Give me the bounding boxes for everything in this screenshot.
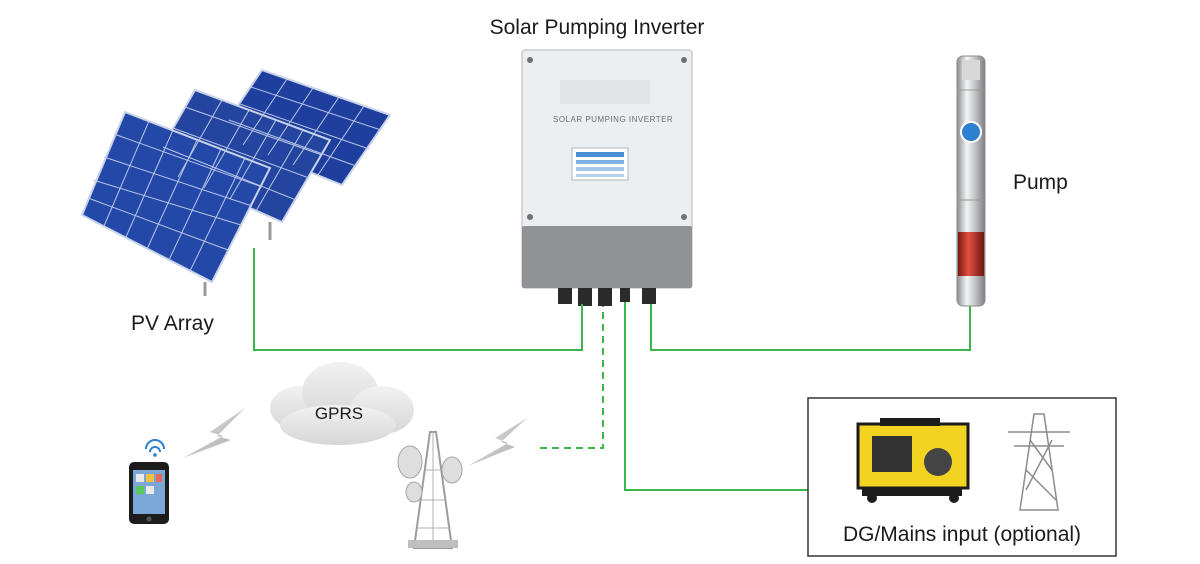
pump-icon [956, 55, 986, 307]
wire-pv-to-inverter [253, 248, 583, 351]
inverter-icon [521, 49, 693, 306]
solar-panel-icon [80, 68, 392, 296]
smartphone-icon [129, 462, 169, 524]
cloud-icon [270, 362, 414, 445]
power-pylon-icon [1008, 413, 1070, 511]
pump-label: Pump [1013, 171, 1068, 194]
diagram-title: Solar Pumping Inverter [490, 16, 705, 39]
signal-tower-icon [397, 431, 463, 549]
pv-array-label: PV Array [131, 312, 214, 335]
generator-icon [856, 418, 970, 503]
wifi-icon [145, 439, 165, 457]
dg-mains-label: DG/Mains input (optional) [843, 523, 1081, 546]
wire-gprs-link [540, 306, 604, 449]
inverter-panel-text: SOLAR PUMPING INVERTER [553, 115, 673, 124]
lightning-bolt-icon [183, 408, 527, 466]
gprs-label: GPRS [315, 404, 363, 423]
wire-inverter-to-pump [650, 304, 971, 351]
wire-inverter-to-dg [624, 302, 808, 491]
